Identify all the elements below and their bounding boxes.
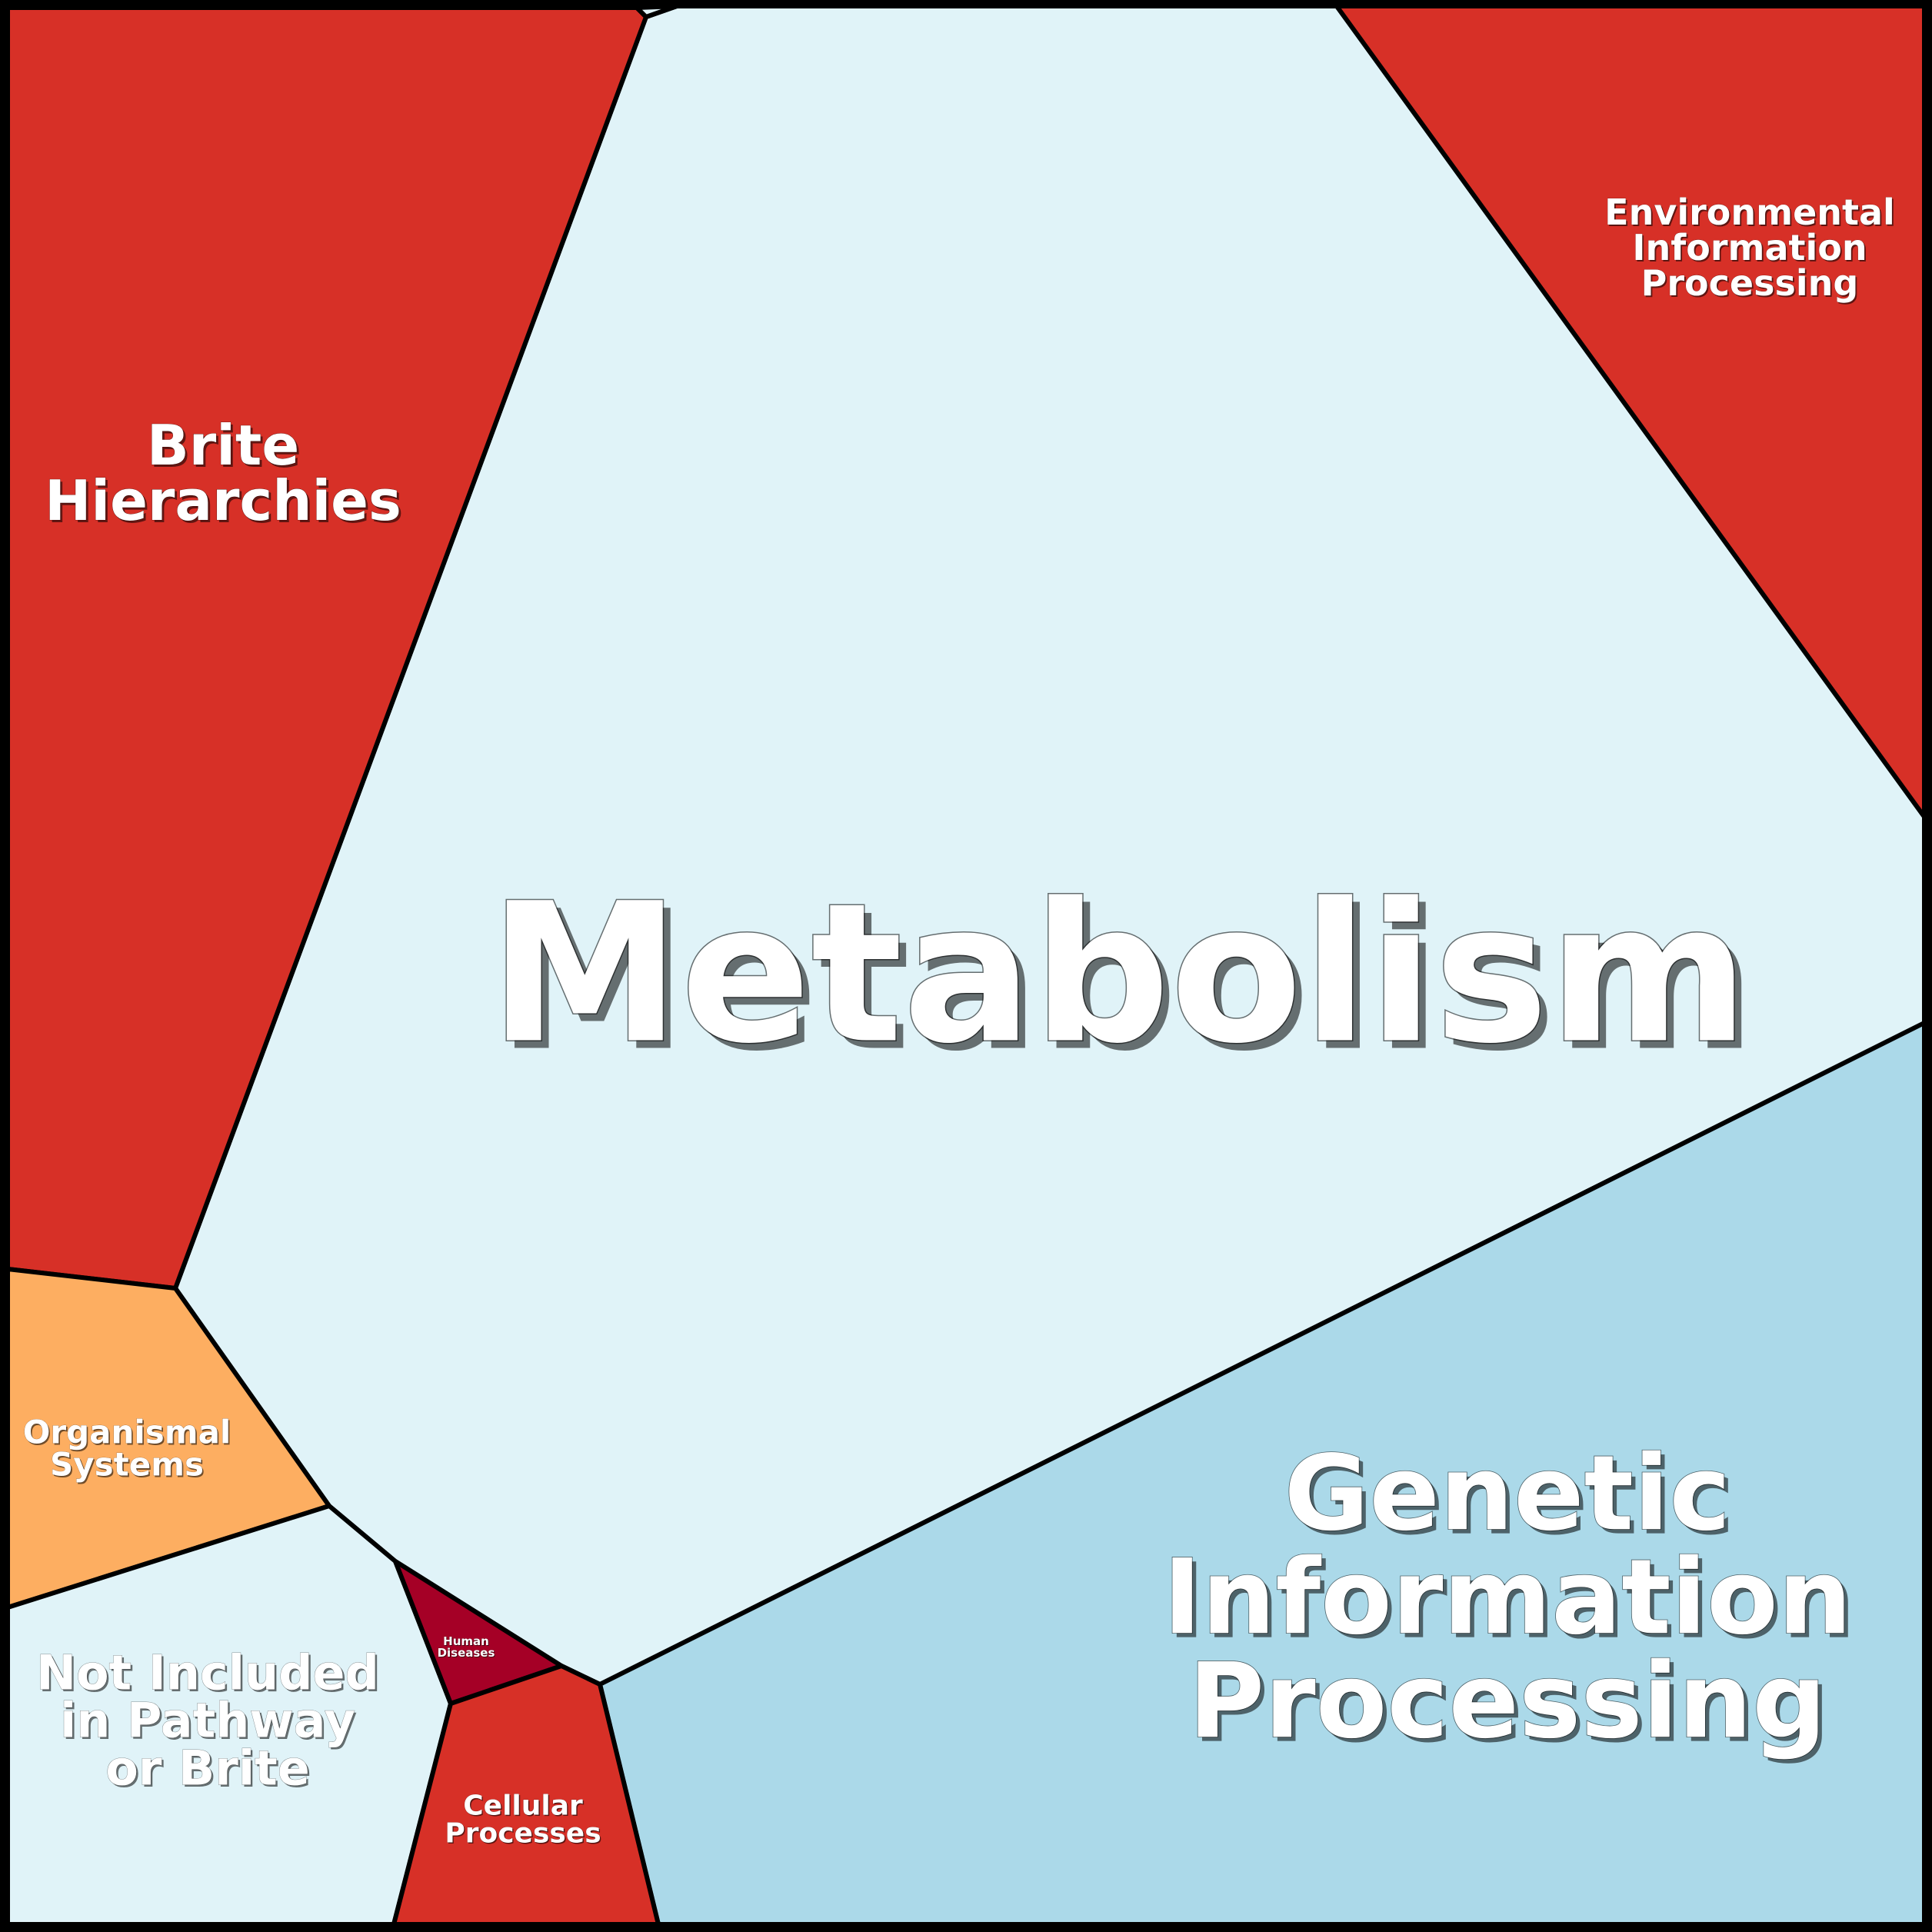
label-human-diseases-line-1: Diseases	[438, 1646, 495, 1660]
label-shadow-genetic: Information	[1167, 1541, 1856, 1662]
label-shadow-cellular: Processes	[446, 1819, 602, 1850]
region-cellular	[391, 1664, 661, 1927]
label-brite-line-0: Brite	[147, 413, 299, 478]
label-shadow-human-diseases: Diseases	[438, 1647, 496, 1661]
label-organismal-line-1: Systems	[50, 1446, 204, 1484]
label-not-included-line-2: or Brite	[105, 1740, 310, 1797]
label-shadow-environmental: Processing	[1643, 264, 1860, 305]
label-shadow-genetic: Processing	[1193, 1645, 1831, 1766]
label-genetic-line-2: Processing	[1188, 1641, 1827, 1761]
label-shadow-organismal: Organismal	[24, 1414, 232, 1452]
label-shadow-metabolism: Metabolism	[497, 870, 1757, 1094]
label-environmental-line-1: Information	[1632, 227, 1867, 268]
label-shadow-not-included: Not Included	[38, 1647, 381, 1703]
region-labels: MetabolismMetabolismBriteBriteHierarchie…	[22, 192, 1897, 1850]
label-environmental-line-0: Environmental	[1604, 192, 1895, 233]
label-shadow-not-included: or Brite	[108, 1742, 312, 1798]
label-shadow-brite: Hierarchies	[47, 471, 404, 535]
label-genetic-line-0: Genetic	[1284, 1433, 1731, 1554]
region-cells	[5, 4, 1927, 1927]
label-environmental-line-2: Processing	[1641, 262, 1859, 304]
label-shadow-environmental: Environmental	[1606, 193, 1897, 235]
label-shadow-organismal: Systems	[52, 1447, 205, 1484]
label-shadow-human-diseases: Human	[444, 1635, 490, 1649]
label-not-included-line-0: Not Included	[36, 1645, 379, 1701]
label-cellular-line-0: Cellular	[463, 1790, 583, 1822]
label-shadow-not-included: in Pathway	[62, 1694, 357, 1750]
label-shadow-environmental: Information	[1634, 228, 1868, 270]
label-brite-line-1: Hierarchies	[45, 468, 401, 533]
label-shadow-genetic: Genetic	[1288, 1437, 1735, 1558]
label-cellular-line-1: Processes	[445, 1818, 601, 1850]
label-not-included-line-1: in Pathway	[60, 1693, 355, 1749]
label-human-diseases-line-0: Human	[443, 1634, 489, 1648]
label-organismal-line-0: Organismal	[23, 1414, 232, 1451]
label-shadow-cellular: Cellular	[465, 1791, 585, 1823]
label-metabolism-line-0: Metabolism	[489, 862, 1749, 1086]
label-genetic-line-1: Information	[1163, 1537, 1852, 1657]
label-shadow-brite: Brite	[149, 415, 301, 480]
